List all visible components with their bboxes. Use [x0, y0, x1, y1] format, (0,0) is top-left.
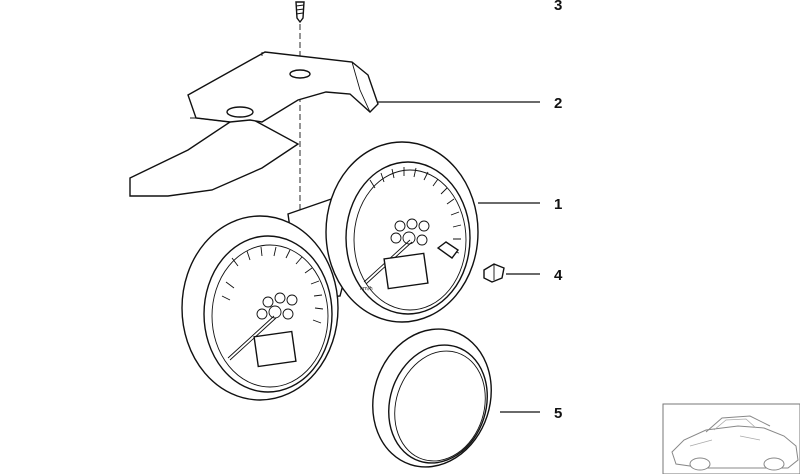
car-silhouette-icon [671, 415, 799, 471]
callout-2: 2 [554, 95, 562, 112]
leader-lines [378, 101, 540, 413]
callout-4: 4 [554, 267, 563, 284]
screw-part-3[interactable] [295, 1, 305, 24]
knob-part-4[interactable] [483, 263, 505, 283]
gauge-unit-label: km/h [360, 286, 373, 292]
callout-5: 5 [554, 405, 562, 422]
cover-part-2[interactable] [129, 51, 379, 197]
callout-3: 3 [554, 0, 562, 14]
instrument-cluster-part-1[interactable]: km/h [181, 141, 479, 401]
vehicle-thumbnail [662, 403, 800, 474]
callout-1: 1 [554, 196, 562, 213]
trim-ring-part-5[interactable] [355, 314, 509, 474]
